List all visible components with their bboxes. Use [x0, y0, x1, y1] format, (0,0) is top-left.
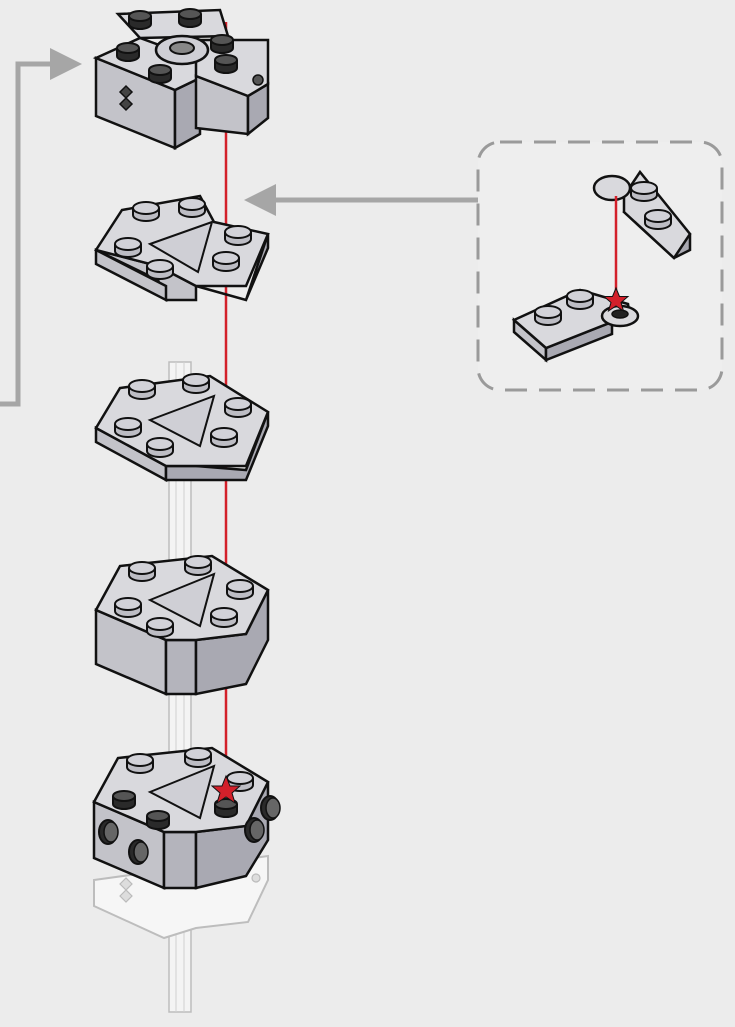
callout-lower-plate [511, 288, 640, 363]
detail-callout [476, 140, 724, 392]
brick-layer-4 [94, 554, 270, 696]
main-feed-arrow [0, 48, 82, 407]
star-icon [210, 774, 242, 805]
top-brick-assembly [92, 8, 270, 151]
callout-arrow [244, 184, 480, 216]
callout-upper-plate [592, 169, 692, 260]
arrow-left-icon [244, 184, 276, 216]
star-icon [602, 286, 630, 313]
plate-layer-2 [94, 194, 270, 303]
axle-hole-icon [118, 84, 134, 112]
plate-layer-3 [94, 373, 270, 483]
arrow-right-icon [50, 48, 82, 80]
base-brick-assembly [92, 746, 281, 940]
